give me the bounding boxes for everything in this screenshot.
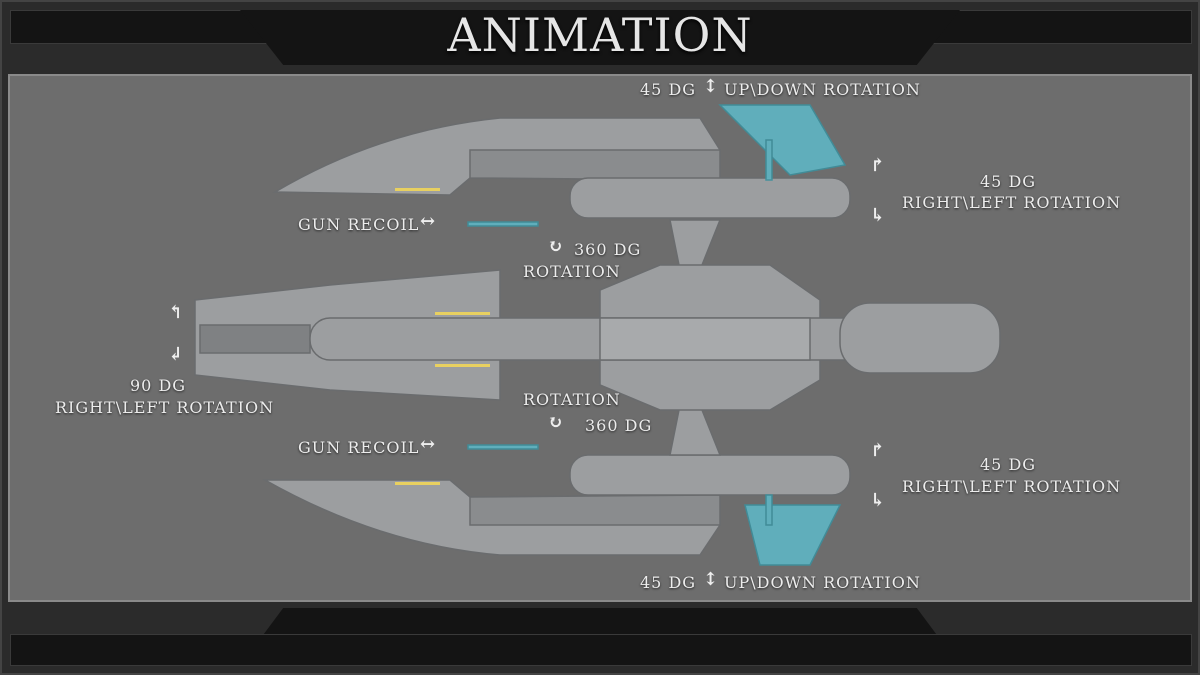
recoil-arrow-icon: ↔ [420,434,436,455]
bottom-gun-label: GUN RECOIL [298,438,420,457]
bottom-updown-label: UP\DOWN ROTATION [724,573,921,592]
lower-fin [744,504,842,566]
page-title: ANIMATION [447,8,753,62]
top-rotation-degrees: 360 DG [574,240,642,259]
bottom-rotation-degrees: 360 DG [585,416,653,435]
top-gun-label: GUN RECOIL [298,215,420,234]
top-rotation-label: ROTATION [523,262,621,281]
rotate-circle-icon: ↻ [548,236,564,257]
rotate-arrow-icon: ↱ [870,155,886,176]
lower-gun [467,444,539,450]
upper-fin [718,104,847,176]
footer-bar [10,634,1192,666]
header-tab [240,10,960,65]
top-rightleft-label: RIGHT\LEFT ROTATION [902,193,1122,212]
updown-arrow-icon: ↕ [703,569,719,590]
rotate-arrow-icon: ↳ [870,205,886,226]
top-updown-label: UP\DOWN ROTATION [724,80,921,99]
rotate-arrow-icon: ↱ [870,440,886,461]
upper-nacelle [569,177,851,219]
upper-gun [467,221,539,227]
front-cylinder [839,302,1001,374]
rotate-circle-icon: ↻ [548,412,564,433]
top-rightleft-degrees: 45 DG [980,172,1037,191]
lower-nacelle [569,454,851,496]
updown-arrow-icon: ↕ [703,76,719,97]
recoil-arrow-icon: ↔ [420,211,436,232]
rear-rightleft-label: RIGHT\LEFT ROTATION [55,398,275,417]
bottom-updown-degrees: 45 DG [640,573,697,592]
rotate-arrow-icon: ↲ [168,344,184,365]
bottom-rightleft-label: RIGHT\LEFT ROTATION [902,477,1122,496]
rotate-arrow-icon: ↰ [168,302,184,323]
rotate-arrow-icon: ↳ [870,490,886,511]
lower-wing-inner [469,494,721,526]
top-updown-degrees: 45 DG [640,80,697,99]
bottom-rightleft-degrees: 45 DG [980,455,1037,474]
bottom-rotation-label: ROTATION [523,390,621,409]
rear-rightleft-degrees: 90 DG [130,376,187,395]
upper-wing-inner [469,149,721,181]
